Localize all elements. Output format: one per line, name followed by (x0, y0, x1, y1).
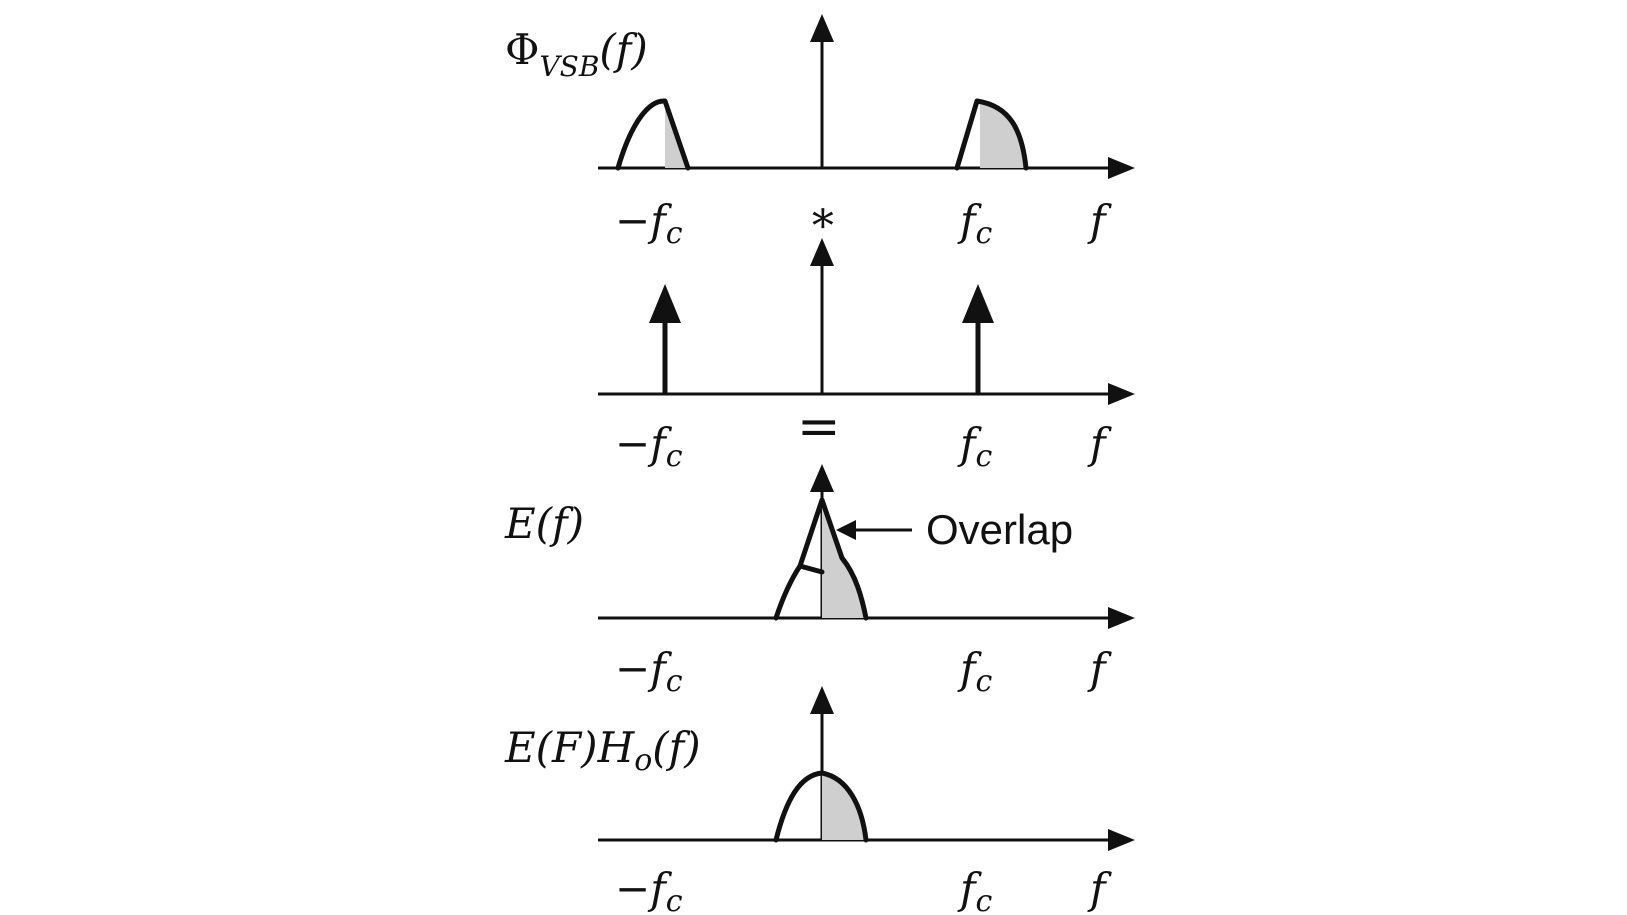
label-f: f (1087, 419, 1112, 468)
panel-demod-title: E(f) (504, 499, 584, 548)
horizontal-arrowhead (1108, 157, 1135, 179)
panel-vsb-title: ΦVSB(f) (505, 25, 648, 83)
label-fc: fc (957, 196, 993, 251)
label-neg-fc: −fc (615, 864, 683, 915)
label-neg-fc: −fc (615, 419, 683, 474)
vertical-arrowhead (810, 686, 834, 714)
vertical-arrowhead (810, 238, 834, 266)
label-f: f (1087, 864, 1112, 913)
equals-operator: = (797, 397, 841, 457)
overlap-label: Overlap (926, 506, 1073, 553)
label-fc: fc (957, 419, 993, 474)
horizontal-arrowhead (1108, 829, 1135, 851)
demod-spectrum-outline (773, 497, 869, 621)
panel-demodulated-spectrum: E(f) Overlap −fc fc f (504, 464, 1135, 699)
panel-filtered-title: E(F)Ho(f) (504, 723, 701, 778)
label-f: f (1087, 196, 1112, 245)
vsb-upper-lobe (954, 98, 1029, 171)
vertical-arrowhead (810, 14, 834, 42)
vsb-lower-lobe (615, 98, 691, 171)
label-neg-fc: −fc (615, 196, 683, 251)
impulse-fc (962, 284, 994, 323)
label-neg-fc: −fc (615, 644, 683, 699)
panel-filtered-spectrum: E(F)Ho(f) −fc fc f (504, 686, 1135, 915)
label-f: f (1087, 644, 1112, 693)
impulse-neg-fc (649, 284, 681, 323)
label-fc: fc (957, 864, 993, 915)
horizontal-arrowhead (1108, 607, 1135, 629)
label-fc: fc (957, 644, 993, 699)
panel-carrier-impulses: −fc fc f (598, 238, 1135, 474)
horizontal-arrowhead (1108, 383, 1135, 405)
filtered-spectrum-outline (773, 770, 869, 843)
convolution-operator: ∗ (808, 192, 838, 243)
vertical-arrowhead (810, 464, 834, 492)
